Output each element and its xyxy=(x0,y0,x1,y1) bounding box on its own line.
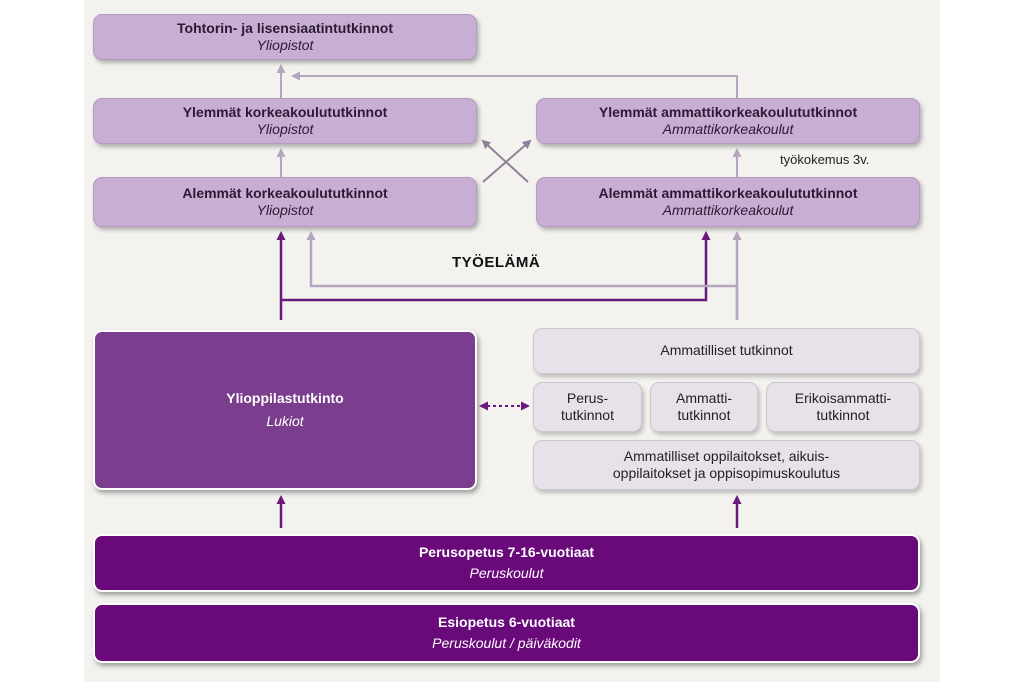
box-ylioppilastutkinto-title: Ylioppilastutkinto xyxy=(226,389,344,406)
box-perus-tutkinnot-line1: Perus- xyxy=(566,389,609,406)
box-ylemmat-kk: Ylemmät korkeakoulututkinnot Yliopistot xyxy=(93,98,477,144)
box-ylioppilastutkinto: Ylioppilastutkinto Lukiot xyxy=(93,330,477,490)
box-alemmat-amk: Alemmät ammattikorkeakoulututkinnot Amma… xyxy=(536,177,920,227)
arrow-ammatilliset-to-alemmat-kk xyxy=(306,231,739,320)
arrow-cross-amk-to-kk xyxy=(481,139,529,183)
box-esiopetus-subtitle: Peruskoulut / päiväkodit xyxy=(432,635,581,651)
box-ylemmat-amk-subtitle: Ammattikorkeakoulut xyxy=(662,121,794,137)
box-esiopetus: Esiopetus 6-vuotiaat Peruskoulut / päivä… xyxy=(93,603,920,663)
box-erikoisammatti-tutkinnot-line1: Erikoisammatti- xyxy=(794,389,892,406)
box-ylemmat-kk-title: Ylemmät korkeakoulututkinnot xyxy=(182,103,388,120)
box-ylemmat-amk-title: Ylemmät ammattikorkeakoulututkinnot xyxy=(598,103,858,120)
box-tohtori-title: Tohtorin- ja lisensiaatintutkinnot xyxy=(177,19,393,36)
box-tohtori-subtitle: Yliopistot xyxy=(256,37,314,53)
box-ylemmat-kk-subtitle: Yliopistot xyxy=(256,121,314,137)
box-erikoisammatti-tutkinnot-line2: tutkinnot xyxy=(816,407,870,423)
box-ylioppilastutkinto-subtitle: Lukiot xyxy=(266,413,304,429)
box-ammatti-tutkinnot-line2: tutkinnot xyxy=(677,407,731,423)
box-ammatti-tutkinnot-line1: Ammatti- xyxy=(676,389,732,406)
box-esiopetus-title: Esiopetus 6-vuotiaat xyxy=(438,613,575,630)
box-perusopetus: Perusopetus 7-16-vuotiaat Peruskoulut xyxy=(93,534,920,592)
box-oppilaitokset: Ammatilliset oppilaitokset, aikuis- oppi… xyxy=(533,440,920,490)
box-tohtori: Tohtorin- ja lisensiaatintutkinnot Yliop… xyxy=(93,14,477,60)
box-ylemmat-amk: Ylemmät ammattikorkeakoulututkinnot Amma… xyxy=(536,98,920,144)
box-perus-tutkinnot-line2: tutkinnot xyxy=(561,407,614,423)
box-ammatilliset-tutkinnot-title: Ammatilliset tutkinnot xyxy=(660,342,793,359)
box-alemmat-kk: Alemmät korkeakoulututkinnot Yliopistot xyxy=(93,177,477,227)
box-perus-tutkinnot: Perus- tutkinnot xyxy=(533,382,642,432)
box-ammatti-tutkinnot: Ammatti- tutkinnot xyxy=(650,382,758,432)
box-ammatilliset-tutkinnot: Ammatilliset tutkinnot xyxy=(533,328,920,374)
box-perusopetus-subtitle: Peruskoulut xyxy=(469,565,544,581)
arrow-ylioppilas-to-alemmat-amk xyxy=(281,231,711,302)
arrow-ylemmat-amk-to-tohtori xyxy=(291,71,738,98)
box-perusopetus-title: Perusopetus 7-16-vuotiaat xyxy=(418,543,595,560)
box-alemmat-kk-subtitle: Yliopistot xyxy=(256,202,314,218)
box-oppilaitokset-line2: oppilaitokset ja oppisopimuskoulutus xyxy=(612,465,841,481)
label-tyokokemus: työkokemus 3v. xyxy=(780,152,870,167)
box-alemmat-kk-title: Alemmät korkeakoulututkinnot xyxy=(182,184,388,201)
label-tyoelama: TYÖELÄMÄ xyxy=(452,254,541,271)
box-alemmat-amk-subtitle: Ammattikorkeakoulut xyxy=(662,202,794,218)
box-erikoisammatti-tutkinnot: Erikoisammatti- tutkinnot xyxy=(766,382,920,432)
box-alemmat-amk-title: Alemmät ammattikorkeakoulututkinnot xyxy=(598,184,858,201)
box-oppilaitokset-line1: Ammatilliset oppilaitokset, aikuis- xyxy=(623,447,830,464)
